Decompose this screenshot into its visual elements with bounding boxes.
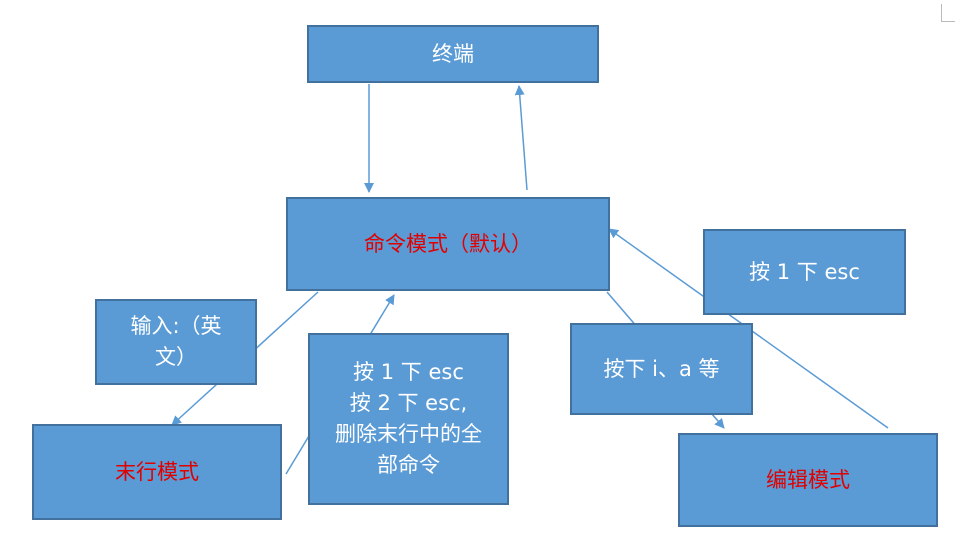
page-corner-mark: [941, 4, 955, 22]
edge-label-press-i: 按下 i、a 等: [570, 323, 753, 415]
node-terminal-label: 终端: [432, 41, 474, 66]
edge-label-input-colon-text: 输入:（英 文）: [130, 314, 222, 369]
edge-label-esc-once-text: 按 1 下 esc: [749, 259, 860, 284]
node-edit-mode: 编辑模式: [678, 433, 938, 527]
edge-label-esc-back-text: 按 1 下 esc 按 2 下 esc, 删除末行中的全 部命令: [335, 360, 482, 477]
node-terminal: 终端: [307, 25, 599, 83]
arrow-command-to-terminal: [514, 85, 528, 191]
edge-label-esc-back: 按 1 下 esc 按 2 下 esc, 删除末行中的全 部命令: [308, 333, 509, 505]
edge-label-esc-once: 按 1 下 esc: [703, 229, 906, 315]
node-command-mode: 命令模式（默认）: [286, 197, 610, 291]
node-last-line-mode: 末行模式: [32, 424, 282, 520]
node-last-line-mode-label: 末行模式: [115, 459, 199, 484]
node-edit-mode-label: 编辑模式: [766, 467, 850, 492]
node-command-mode-label: 命令模式（默认）: [364, 231, 532, 256]
edge-label-input-colon: 输入:（英 文）: [95, 299, 257, 385]
edge-label-press-i-text: 按下 i、a 等: [603, 356, 720, 381]
